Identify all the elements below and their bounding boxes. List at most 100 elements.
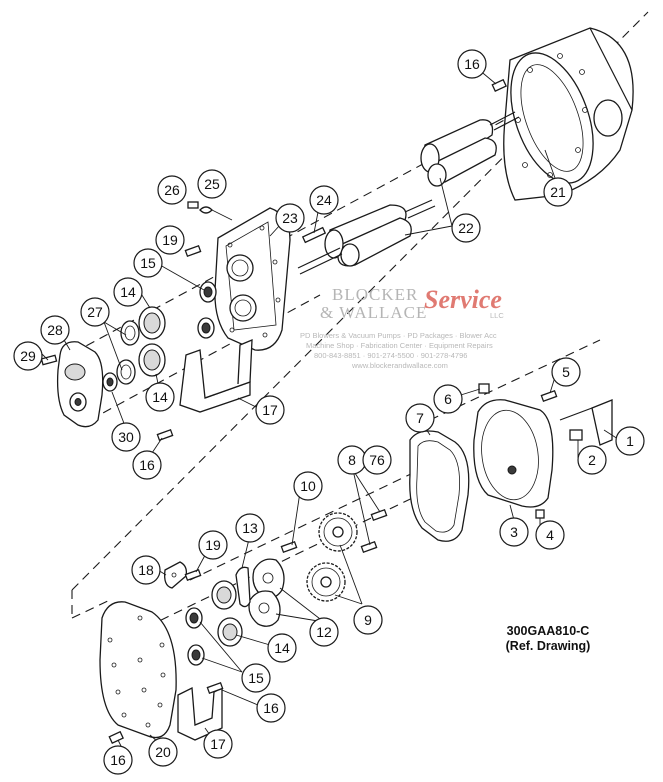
svg-text:26: 26: [164, 182, 180, 198]
svg-text:7: 7: [416, 410, 424, 426]
svg-text:76: 76: [369, 452, 385, 468]
part-21-screw-upper: [184, 244, 202, 258]
watermark-web: www.blockerandwallace.com: [351, 361, 448, 370]
svg-text:10: 10: [300, 478, 316, 494]
part-28-seal: [116, 320, 140, 385]
callout-2: 2: [577, 445, 607, 475]
part-2-fitting: [569, 429, 583, 441]
bearings-upper: [138, 281, 217, 377]
svg-text:13: 13: [242, 520, 258, 536]
callout-9: 9: [353, 605, 383, 635]
part-5-screw: [540, 389, 558, 403]
callout-4: 4: [535, 520, 565, 550]
svg-text:5: 5: [562, 364, 570, 380]
svg-text:9: 9: [364, 612, 372, 628]
svg-text:14: 14: [152, 389, 168, 405]
part-10-screw: [280, 540, 298, 554]
svg-text:6: 6: [444, 391, 452, 407]
callout-21-top: 19: [155, 225, 185, 255]
callout-14-lower: 14: [267, 633, 297, 663]
part-29-end-cover: [56, 341, 104, 428]
leader-lines: [41, 68, 619, 753]
callout-28: 27: [80, 297, 110, 327]
callout-23: 22: [451, 213, 481, 243]
part-9-timing-gears: [306, 512, 358, 602]
callout-31: 30: [111, 422, 141, 452]
callout-16-top: 16: [132, 450, 162, 480]
watermark-line2: & WALLACE: [320, 303, 427, 322]
svg-text:16: 16: [110, 752, 126, 768]
part-1-bracket: [559, 399, 613, 446]
watermark-services2: Machine Shop · Fabrication Center · Equi…: [306, 341, 493, 350]
svg-text:16: 16: [263, 700, 279, 716]
callout-5: 5: [551, 357, 581, 387]
part-22-housing: [503, 27, 634, 201]
part-24-headplate: [214, 207, 291, 351]
part-16-screw-lower: [206, 681, 224, 695]
bearings-lower: [185, 580, 243, 666]
callout-10: 10: [293, 471, 323, 501]
callout-14-top: 14: [113, 277, 143, 307]
svg-text:18: 18: [138, 562, 154, 578]
part-7-gasket: [409, 430, 470, 542]
callout-1: 1: [615, 426, 645, 456]
svg-text:14: 14: [274, 640, 290, 656]
callout-19-top: 16: [457, 49, 487, 79]
watermark-script: Service: [424, 285, 502, 314]
callout-26: 25: [197, 169, 227, 199]
callout-17-lower: 17: [203, 729, 233, 759]
svg-text:12: 12: [316, 624, 332, 640]
callout-15-top: 15: [133, 248, 163, 278]
part-18-headplate: [99, 601, 177, 739]
watermark: BLOCKER & WALLACE Service LLC PD Blowers…: [300, 285, 504, 370]
svg-text:17: 17: [262, 402, 278, 418]
callout-29: 28: [40, 315, 70, 345]
drawing-subtitle: (Ref. Drawing): [505, 639, 591, 653]
callout-18: 20: [148, 737, 178, 767]
svg-text:4: 4: [546, 527, 554, 543]
svg-text:1: 1: [626, 433, 634, 449]
svg-text:29: 29: [20, 348, 36, 364]
svg-text:30: 30: [118, 429, 134, 445]
svg-text:16: 16: [139, 457, 155, 473]
part-19-dowel-lower: [108, 730, 124, 745]
callout-25: 24: [309, 185, 339, 215]
callout-20: 18: [131, 555, 161, 585]
watermark-tag: LLC: [490, 311, 504, 320]
svg-text:23: 23: [282, 210, 298, 226]
watermark-phones: 800-843-8851 · 901-274-5500 · 901-278-47…: [314, 351, 467, 360]
part-26-27-fittings: [187, 201, 233, 221]
callout-16-lower: 16: [256, 693, 286, 723]
svg-text:17: 17: [210, 736, 226, 752]
callout-14-mid: 14: [145, 382, 175, 412]
callout-19-lower: 16: [103, 745, 133, 775]
svg-text:16: 16: [464, 56, 480, 72]
callout-3: 3: [499, 517, 529, 547]
svg-text:27: 27: [87, 304, 103, 320]
callout-21-lower: 19: [198, 530, 228, 560]
svg-text:14: 14: [120, 284, 136, 300]
part-19-dowel-top: [491, 78, 507, 93]
callout-27: 26: [157, 175, 187, 205]
part-8-dowels: [360, 508, 388, 554]
callout-76: 76: [362, 445, 392, 475]
svg-text:2: 2: [588, 452, 596, 468]
part-13-retainer-bar: [235, 566, 251, 608]
svg-text:25: 25: [204, 176, 220, 192]
callout-8: 8: [337, 445, 367, 475]
svg-text:20: 20: [155, 744, 171, 760]
callout-24: 23: [275, 203, 305, 233]
svg-text:24: 24: [316, 192, 332, 208]
part-6-breather: [478, 383, 490, 394]
part-21-screw-lower: [184, 568, 202, 582]
drawing-number: 300GAA810-C: [506, 624, 590, 638]
svg-text:28: 28: [47, 322, 63, 338]
callout-6: 6: [433, 384, 463, 414]
svg-text:3: 3: [510, 524, 518, 540]
callout-12: 12: [309, 617, 339, 647]
part-17-foot-upper: [179, 339, 253, 413]
callout-7: 7: [405, 403, 435, 433]
part-23-rotors: [297, 111, 520, 275]
svg-text:15: 15: [248, 670, 264, 686]
